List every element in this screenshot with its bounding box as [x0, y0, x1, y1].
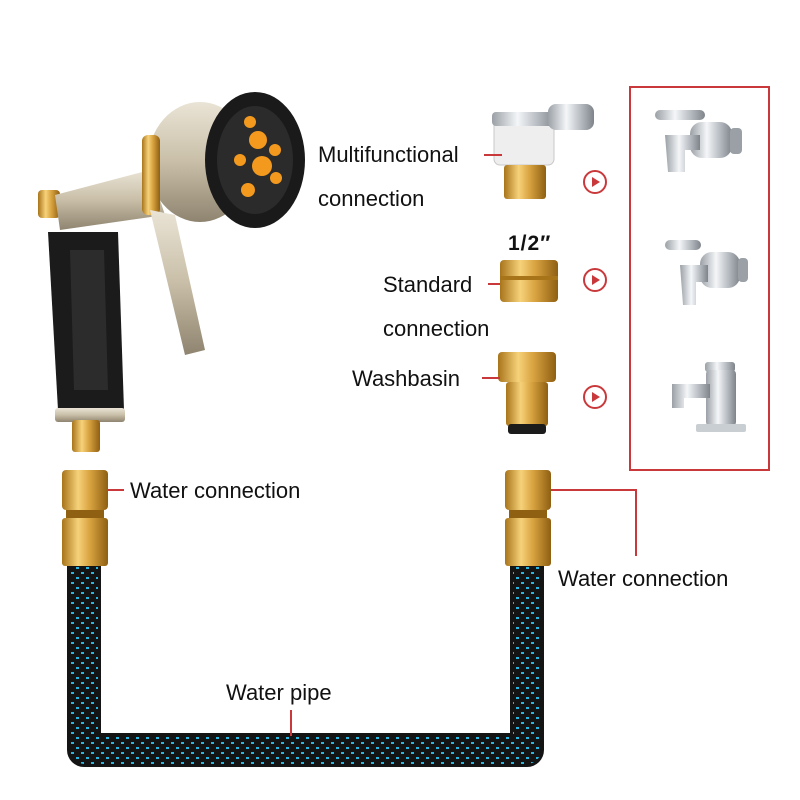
label-multifunctional: Multifunctional — [318, 142, 459, 167]
right-brass-coupling — [505, 470, 551, 566]
wall-faucet-icon — [655, 110, 742, 172]
label-water-pipe: Water pipe — [226, 680, 332, 705]
washbasin-adapter-icon — [498, 352, 556, 434]
water-pipe-hose — [67, 565, 544, 767]
faucet-options-frame — [629, 86, 770, 471]
chevron-right-icon — [583, 170, 607, 194]
label-multifunctional-connection: connection — [318, 186, 425, 211]
label-half-inch: 1/2″ — [508, 232, 552, 255]
chevron-right-icon — [583, 385, 607, 409]
lever-faucet-icon — [665, 240, 748, 305]
leader-lines — [108, 154, 637, 736]
left-brass-coupling — [62, 470, 108, 566]
multifunctional-adapter-icon — [492, 104, 594, 199]
label-water-connection-right: Water connection — [558, 566, 729, 591]
label-water-connection-left: Water connection — [130, 478, 301, 503]
label-standard-connection: connection — [383, 316, 490, 341]
chevron-right-icon — [583, 268, 607, 292]
spray-gun-icon — [38, 92, 305, 452]
label-standard: Standard — [383, 272, 473, 297]
basin-faucet-icon — [672, 362, 746, 432]
standard-adapter-icon — [500, 260, 558, 302]
label-washbasin: Washbasin — [352, 366, 461, 391]
